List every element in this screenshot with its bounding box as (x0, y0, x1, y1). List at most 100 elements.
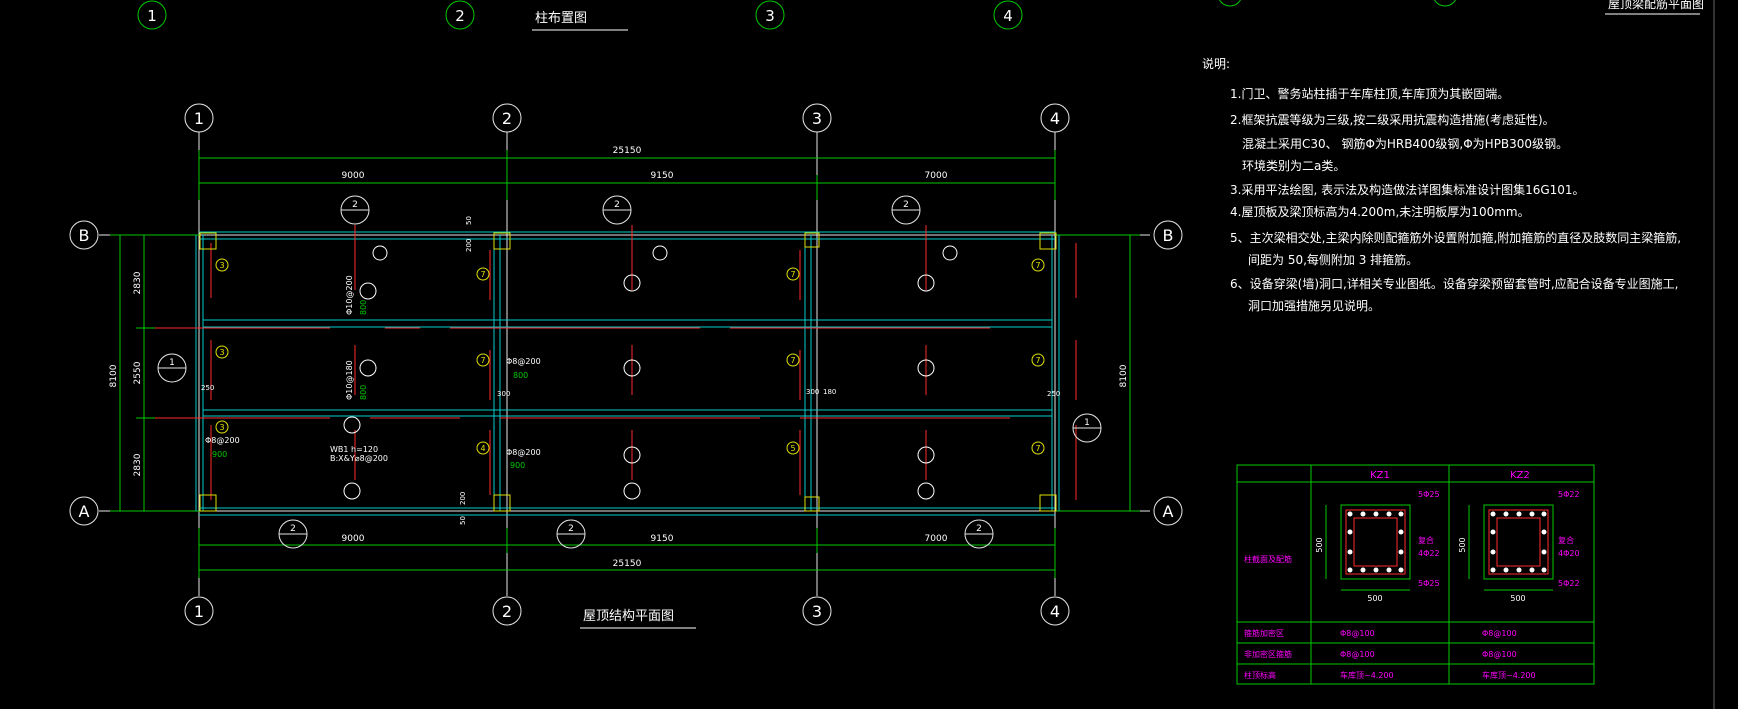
kz1-stirrup-mark: 复合 (1418, 535, 1434, 545)
kz2-corner: 5Φ22 (1558, 490, 1580, 499)
kz1-section (1325, 504, 1411, 591)
kz2-side-h: 4Φ20 (1558, 549, 1580, 558)
dim-right-total: 8100 (1119, 364, 1129, 387)
kz2-section (1468, 504, 1554, 591)
local-dim: 300 (806, 388, 819, 396)
table-header-kz1: KZ1 (1370, 470, 1390, 481)
section-marks (157, 195, 1102, 549)
top-axis-1: 1 (147, 7, 157, 25)
dim-span-2-bottom: 9150 (651, 534, 674, 544)
slab-tag-text: 4 (480, 444, 485, 453)
rebar-length: 800 (359, 300, 368, 315)
axis-label-3-top: 3 (812, 109, 822, 128)
section-mark-text: 1 (1084, 418, 1090, 428)
note-line: 间距为 50,每侧附加 3 排箍筋。 (1248, 252, 1418, 267)
slab-tag-text: 7 (1035, 261, 1040, 270)
kz1-top: 车库顶~4.200 (1340, 670, 1394, 680)
hole-label: B:X&Y⌀8@200 (330, 454, 388, 463)
slab-tag-text: 7 (1035, 444, 1040, 453)
slab-tag-text: 3 (219, 348, 224, 357)
kz1-width: 500 (1367, 594, 1382, 603)
local-dim: 250 (1047, 390, 1060, 398)
local-dim: 180 (823, 388, 836, 396)
axis-label-B-left: B (79, 226, 90, 245)
section-mark-text: 2 (614, 200, 620, 210)
slab-markers (343, 245, 958, 500)
table-row-label: 柱顶标高 (1244, 670, 1276, 680)
slab-tags (215, 258, 1045, 455)
note-line: 混凝土采用C30、 钢筋Φ为HRB400级钢,Φ为HPB300级钢。 (1242, 136, 1568, 151)
dim-left-row-2: 2550 (133, 361, 143, 384)
top-partial-axis-circle (1219, 0, 1241, 7)
columns (199, 232, 1057, 512)
rebar-length: 900 (212, 450, 227, 459)
table-row-label: 柱截面及配筋 (1244, 554, 1292, 564)
kz1-side-b: 5Φ25 (1418, 579, 1440, 588)
slab-tag-text: 5 (790, 444, 795, 453)
kz2-side-b: 5Φ22 (1558, 579, 1580, 588)
slab-tag-text: 7 (790, 270, 795, 279)
table-header-kz2: KZ2 (1510, 470, 1530, 481)
section-mark-text: 2 (903, 200, 909, 210)
dim-left-row-3: 2830 (133, 453, 143, 476)
note-line: 1.门卫、警务站柱插于车库柱顶,车库顶为其嵌固端。 (1230, 86, 1509, 101)
axis-label-4-top: 4 (1050, 109, 1060, 128)
kz1-height: 500 (1315, 537, 1324, 552)
top-axis-4: 4 (1003, 7, 1013, 25)
top-axis-3: 3 (765, 7, 775, 25)
rebar-label: Φ10@180 (345, 360, 354, 400)
note-line: 洞口加强措施另见说明。 (1248, 298, 1380, 313)
dim-span-3-bottom: 7000 (925, 534, 948, 544)
hole-label: WB1 h=120 (330, 445, 378, 454)
kz1-side-h: 4Φ22 (1418, 549, 1440, 558)
plan-title: 屋顶结构平面图 (583, 609, 674, 624)
top-partial-axes (137, 0, 1023, 30)
axis-label-1-top: 1 (194, 109, 204, 128)
kz1-hoop-dense: Φ8@100 (1340, 629, 1375, 638)
kz1-hoop-normal: Φ8@100 (1340, 650, 1375, 659)
dim-span-2-top: 9150 (651, 171, 674, 181)
rebar-label: Φ8@200 (506, 357, 541, 366)
kz1-corner: 5Φ25 (1418, 490, 1440, 499)
column-table (1236, 464, 1595, 685)
axis-label-A-right: A (1163, 502, 1174, 521)
slab-tag-text: 7 (790, 356, 795, 365)
notes-heading: 说明: (1202, 56, 1230, 71)
top-partial-title: 柱布置图 (535, 11, 587, 26)
rebar-label: Φ10@200 (345, 275, 354, 315)
axis-label-A-left: A (79, 502, 90, 521)
rebar-length: 800 (359, 385, 368, 400)
slab-tag-text: 7 (480, 270, 485, 279)
local-dim: 250 (201, 384, 214, 392)
dim-span-3-top: 7000 (925, 171, 948, 181)
note-line: 5、主次梁相交处,主梁内除则配箍筋外设置附加箍,附加箍筋的直径及肢数同主梁箍筋, (1230, 230, 1681, 245)
local-dim: 50 (465, 216, 473, 225)
note-line: 4.屋顶板及梁顶标高为4.200m,未注明板厚为100mm。 (1230, 204, 1530, 219)
local-dim: 50 (459, 516, 467, 525)
kz2-hoop-dense: Φ8@100 (1482, 629, 1517, 638)
section-mark-text: 2 (976, 524, 982, 534)
slab-tag-text: 7 (480, 356, 485, 365)
note-line: 环境类别为二a类。 (1242, 158, 1345, 173)
dim-total-bottom: 25150 (613, 559, 642, 569)
kz2-hoop-normal: Φ8@100 (1482, 650, 1517, 659)
slab-tag-text: 7 (1035, 356, 1040, 365)
note-line: 2.框架抗震等级为三级,按二级采用抗震构造措施(考虑延性)。 (1230, 112, 1555, 127)
section-mark-text: 1 (169, 358, 175, 368)
axis-label-2-top: 2 (502, 109, 512, 128)
table-row-label: 非加密区箍筋 (1244, 649, 1292, 659)
axis-label-1-bottom: 1 (194, 602, 204, 621)
top-axis-2: 2 (455, 7, 465, 25)
axis-label-4-bottom: 4 (1050, 602, 1060, 621)
note-line: 6、设备穿梁(墙)洞口,详相关专业图纸。设备穿梁预留套管时,应配合设备专业图施工… (1230, 276, 1678, 291)
dimension-lines (110, 150, 1140, 578)
axis-bubbles (69, 103, 1183, 626)
local-dim: 300 (497, 390, 510, 398)
section-mark-text: 2 (290, 524, 296, 534)
kz2-height: 500 (1458, 537, 1467, 552)
rebar-length: 800 (513, 371, 528, 380)
note-line: 3.采用平法绘图, 表示法及构造做法详图集标准设计图集16G101。 (1230, 182, 1585, 197)
section-mark-text: 2 (352, 200, 358, 210)
axis-label-3-bottom: 3 (812, 602, 822, 621)
